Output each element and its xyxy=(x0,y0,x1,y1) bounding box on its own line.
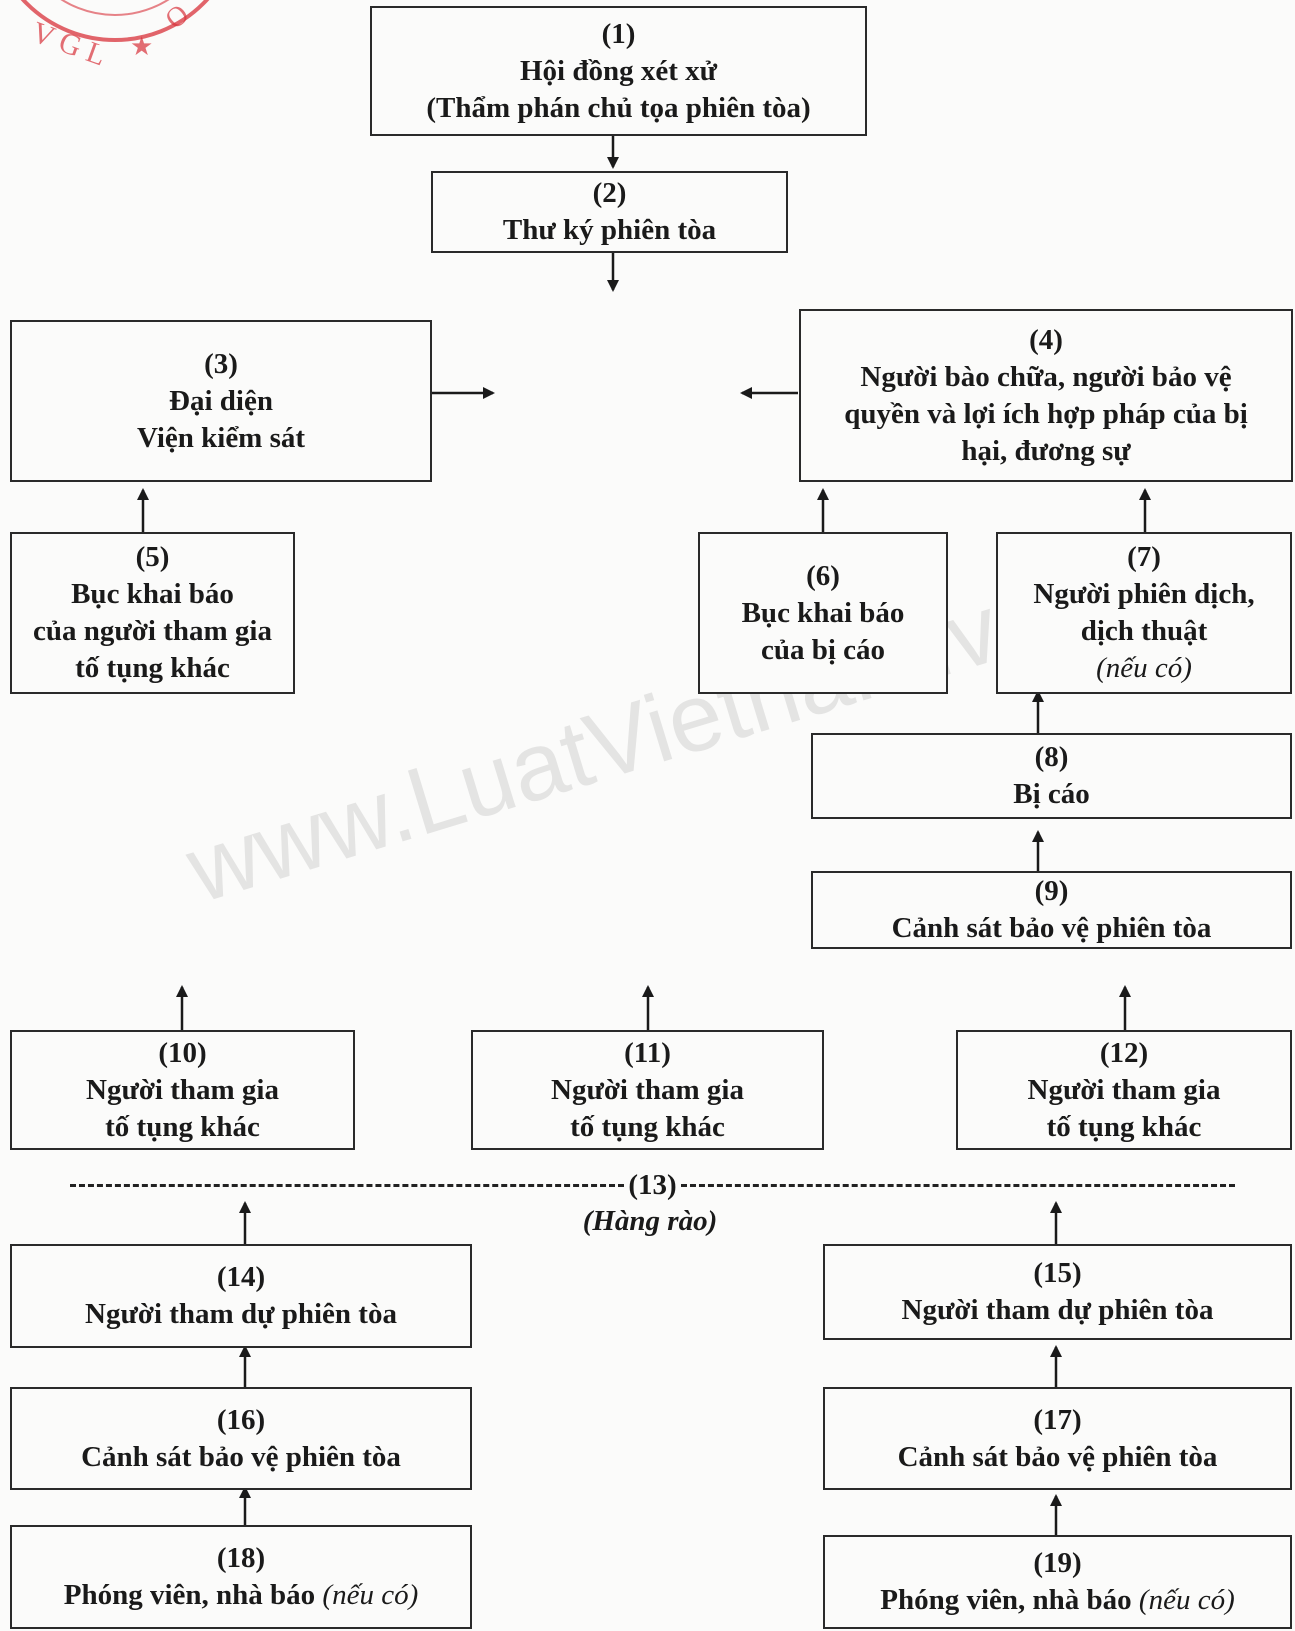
node-text-line: Người tham gia xyxy=(1027,1073,1221,1106)
node-text-line: của người tham gia xyxy=(33,615,272,647)
node-number: (9) xyxy=(1034,875,1069,907)
node-2-court-clerk: (2) Thư ký phiên tòa xyxy=(431,171,788,253)
node-12-other-participants: (12) Người tham gia tố tụng khác xyxy=(956,1030,1292,1150)
node-text-line: tố tụng khác xyxy=(570,1110,725,1143)
node-9-court-police: (9) Cảnh sát bảo vệ phiên tòa xyxy=(811,871,1292,949)
node-number: (12) xyxy=(1099,1036,1149,1069)
node-text-line: Người bào chữa, người bảo vệ xyxy=(860,360,1232,393)
node-text-line: tố tụng khác xyxy=(1046,1110,1202,1143)
node-text-line: Hội đồng xét xử xyxy=(519,54,718,87)
fence-dash-left xyxy=(70,1183,625,1187)
fence-dash-right xyxy=(680,1183,1236,1187)
fence-label: (Hàng rào) xyxy=(582,1205,718,1237)
node-7-interpreter: (7) Người phiên dịch, dịch thuật (nếu có) xyxy=(996,532,1292,694)
node-text-line: Người tham gia xyxy=(551,1073,744,1106)
node-number: (10) xyxy=(158,1036,207,1069)
node-note: (nếu có) xyxy=(1138,1584,1235,1616)
node-text-line: Thư ký phiên tòa xyxy=(502,214,717,246)
node-text-line: Người tham dự phiên tòa xyxy=(901,1294,1214,1326)
official-seal-stamp: V G L ★ O xyxy=(20,0,210,73)
fence-number: (13) xyxy=(628,1168,677,1201)
node-text-line: tố tụng khác xyxy=(75,652,230,684)
node-number: (1) xyxy=(601,17,636,50)
node-14-attendees: (14) Người tham dự phiên tòa xyxy=(10,1244,472,1348)
node-5-witness-stand: (5) Bục khai báo của người tham gia tố tụng… xyxy=(10,532,295,694)
svg-text:★: ★ xyxy=(130,32,153,61)
node-number: (16) xyxy=(216,1403,266,1436)
node-6-defendant-stand: (6) Bục khai báo của bị cáo xyxy=(698,532,948,694)
node-number: (2) xyxy=(592,177,627,209)
node-text-line: Phóng viên, nhà báo (nếu có) xyxy=(880,1584,1235,1616)
node-17-court-police: (17) Cảnh sát bảo vệ phiên tòa xyxy=(823,1387,1292,1490)
node-number: (18) xyxy=(216,1542,266,1574)
node-text-line: tố tụng khác xyxy=(105,1110,260,1143)
node-note: (nếu có) xyxy=(1096,652,1192,684)
node-text-line: Cảnh sát bảo vệ phiên tòa xyxy=(81,1440,401,1473)
node-text-line: Bục khai báo xyxy=(71,578,234,610)
node-8-defendant: (8) Bị cáo xyxy=(811,733,1292,819)
node-text-line: dịch thuật xyxy=(1080,615,1208,647)
node-text-line: Bục khai báo xyxy=(741,596,905,629)
node-number: (17) xyxy=(1033,1403,1082,1436)
node-4-defense-counsel: (4) Người bào chữa, người bảo vệ quyền và … xyxy=(799,309,1293,482)
node-19-journalists: (19) Phóng viên, nhà báo (nếu có) xyxy=(823,1535,1292,1629)
node-text-line: hại, đương sự xyxy=(961,434,1131,467)
node-number: (8) xyxy=(1034,741,1069,773)
node-text-line: Phóng viên, nhà báo (nếu có) xyxy=(63,1579,419,1611)
node-note: (nếu có) xyxy=(322,1579,419,1611)
node-text-line: của bị cáo xyxy=(760,633,886,666)
node-number: (6) xyxy=(806,559,840,592)
node-text-line: Người tham gia xyxy=(86,1073,279,1106)
node-text-line: Bị cáo xyxy=(1013,778,1090,810)
node-text-line: (Thẩm phán chủ tọa phiên tòa) xyxy=(426,91,811,124)
node-text-line: Người phiên dịch, xyxy=(1033,578,1255,610)
node-10-other-participants: (10) Người tham gia tố tụng khác xyxy=(10,1030,355,1150)
node-number: (3) xyxy=(204,347,238,380)
node-number: (4) xyxy=(1029,323,1063,356)
node-number: (11) xyxy=(624,1036,671,1069)
node-11-other-participants: (11) Người tham gia tố tụng khác xyxy=(471,1030,824,1150)
node-1-trial-panel: (1) Hội đồng xét xử (Thẩm phán chủ tọa phi… xyxy=(370,6,867,136)
node-text-line: Người tham dự phiên tòa xyxy=(85,1298,397,1330)
node-15-attendees: (15) Người tham dự phiên tòa xyxy=(823,1244,1292,1340)
fence-divider: (13) xyxy=(70,1165,1236,1205)
node-number: (7) xyxy=(1127,541,1161,573)
node-text-line: Đại diện xyxy=(169,384,273,417)
node-number: (19) xyxy=(1033,1547,1082,1579)
node-number: (15) xyxy=(1033,1257,1082,1289)
node-number: (14) xyxy=(216,1261,266,1293)
node-text-line: Cảnh sát bảo vệ phiên tòa xyxy=(897,1440,1218,1473)
node-number: (5) xyxy=(135,541,170,573)
node-16-court-police: (16) Cảnh sát bảo vệ phiên tòa xyxy=(10,1387,472,1490)
node-text-line: Cảnh sát bảo vệ phiên tòa xyxy=(891,912,1212,944)
node-18-journalists: (18) Phóng viên, nhà báo (nếu có) xyxy=(10,1525,472,1629)
node-text-line: quyền và lợi ích hợp pháp của bị xyxy=(844,397,1248,430)
node-text-line: Viện kiểm sát xyxy=(136,421,306,454)
